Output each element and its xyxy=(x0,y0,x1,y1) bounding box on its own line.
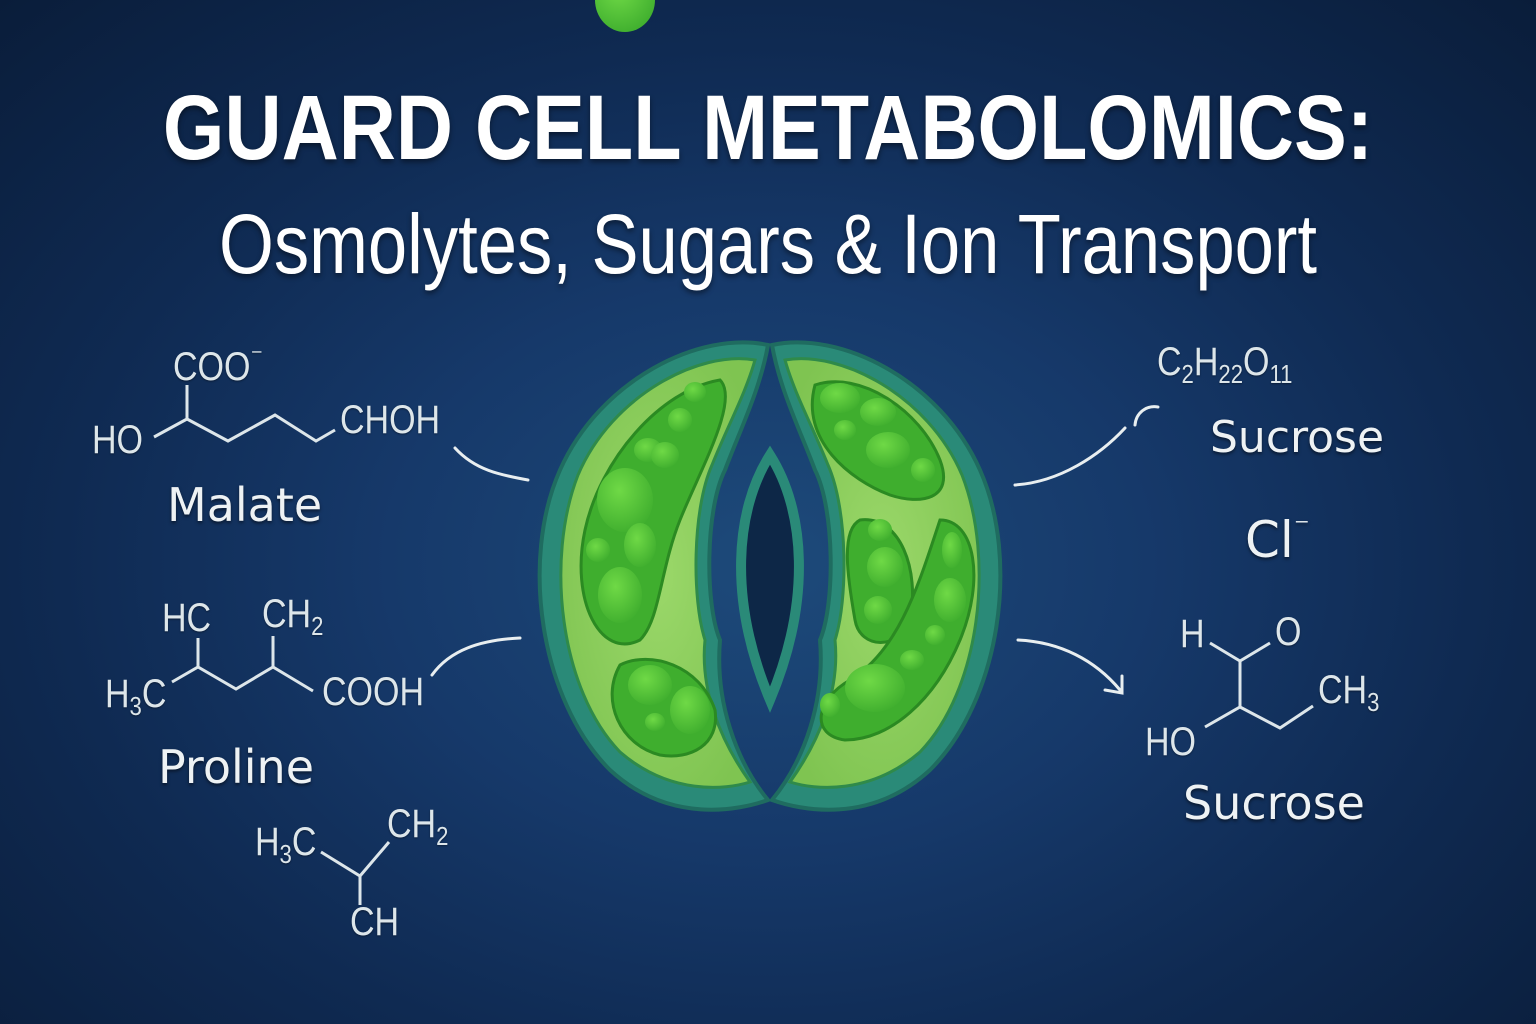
proline-group-ch2: CH2 xyxy=(262,592,324,641)
title-line-1: GUARD CELL METABOLOMICS: xyxy=(162,77,1374,179)
sucrose-formula: C2H22O11 xyxy=(1157,340,1293,389)
title-line-2: Osmolytes, Sugars & Ion Transport xyxy=(218,197,1318,291)
connector-sucrose-top-arc xyxy=(1133,405,1160,427)
connector-malate xyxy=(453,446,530,482)
proline-label: Proline xyxy=(158,740,314,794)
sucrose-group-ho: HO xyxy=(1145,720,1196,764)
proline-group-cooh: COOH xyxy=(322,670,424,714)
left-chloroplasts xyxy=(579,0,727,758)
fragment-group-ch: CH xyxy=(350,900,400,944)
sucrose-bonds xyxy=(1204,641,1314,730)
sucrose-group-o: O xyxy=(1275,610,1302,654)
arrow-sucrose-bottom xyxy=(1016,638,1122,692)
proline-bonds xyxy=(171,636,314,693)
sucrose-group-ch3: CH3 xyxy=(1318,668,1380,717)
sucrose-group-h: H xyxy=(1180,612,1205,656)
right-chloroplasts xyxy=(810,380,976,742)
connector-proline xyxy=(430,636,522,677)
stomatal-pore xyxy=(736,445,804,713)
malate-group-choh: CHOH xyxy=(340,398,441,442)
sucrose-label-top: Sucrose xyxy=(1210,412,1385,463)
sucrose-label-bottom: Sucrose xyxy=(1183,776,1365,830)
fragment-group-h3c: H3C xyxy=(255,820,317,869)
arrowhead-icon xyxy=(1103,674,1124,695)
malate-label: Malate xyxy=(167,478,323,532)
connector-sucrose-top xyxy=(1013,426,1127,487)
malate-group-coo: COO⁻ xyxy=(173,341,264,389)
malate-group-ho: HO xyxy=(92,418,143,462)
malate-bonds xyxy=(153,385,336,443)
chloride-ion: Cl⁻ xyxy=(1245,510,1310,569)
fragment-group-ch2: CH2 xyxy=(387,802,449,851)
guard-cell-pair xyxy=(537,0,1003,812)
proline-group-h3c: H3C xyxy=(105,672,167,721)
proline-group-hc: HC xyxy=(162,596,212,640)
fragment-bonds xyxy=(320,841,391,905)
